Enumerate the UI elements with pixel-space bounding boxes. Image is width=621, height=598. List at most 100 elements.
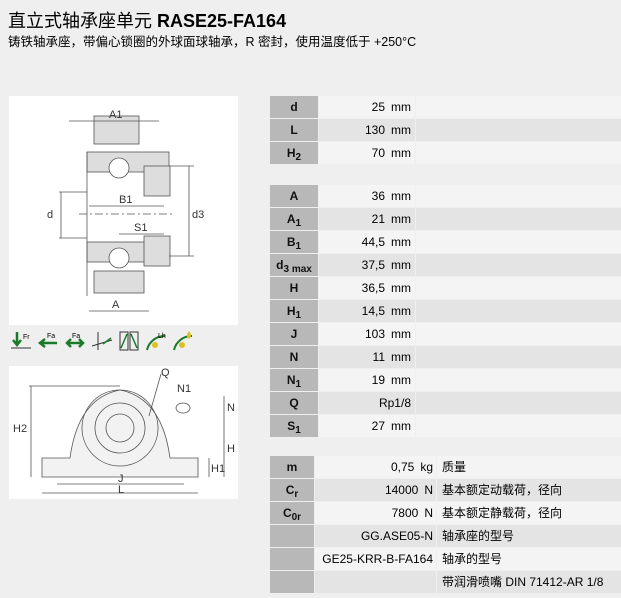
symbol: N xyxy=(286,373,296,387)
rating-life-icon[interactable]: Lh xyxy=(145,330,167,352)
symbol-cell: m xyxy=(270,456,314,478)
unit: kg xyxy=(420,460,433,474)
symbol-sub: 2 xyxy=(295,152,302,163)
description-cell xyxy=(416,346,621,368)
value: 19 xyxy=(371,373,385,387)
label-n: N xyxy=(227,402,235,414)
table-row: H 36,5 mm xyxy=(270,277,621,299)
section-drawing: A1 B1 d d3 S1 A xyxy=(9,96,238,325)
label-a: A xyxy=(112,299,120,311)
unit: mm xyxy=(391,146,411,160)
symbol-cell: H xyxy=(270,277,318,299)
value: 36,5 xyxy=(361,281,385,295)
value-cell: 0,75 kg xyxy=(315,456,436,478)
label-n1: N1 xyxy=(177,383,191,395)
description-cell: 带润滑喷嘴 DIN 71412-AR 1/8 xyxy=(437,571,621,593)
description-cell xyxy=(416,96,621,118)
symbol: B xyxy=(286,235,296,249)
description-cell xyxy=(416,208,621,230)
label-l: L xyxy=(118,484,124,496)
symbol: L xyxy=(290,123,298,137)
description-cell xyxy=(416,277,621,299)
value: 27 xyxy=(371,419,385,433)
property-icons: Fr Fa Fa Lh xyxy=(10,330,194,352)
table-row: N1 19 mm xyxy=(270,369,621,391)
value: GG.ASE05-N xyxy=(360,529,433,543)
value: 44,5 xyxy=(361,235,385,249)
value-cell: 36,5 mm xyxy=(319,277,415,299)
svg-text:Fa: Fa xyxy=(47,333,55,340)
svg-text:Lh: Lh xyxy=(158,333,166,340)
label-d3: d3 xyxy=(192,209,204,221)
description-cell xyxy=(416,369,621,391)
symbol-cell: d3 max xyxy=(270,254,318,276)
description-cell xyxy=(416,392,621,414)
value: 21 xyxy=(371,212,385,226)
lubrication-icon[interactable] xyxy=(172,330,194,352)
value: 130 xyxy=(364,123,385,137)
symbol: A xyxy=(286,212,296,226)
description-cell xyxy=(416,142,621,164)
unit: mm xyxy=(391,235,411,249)
symbol-cell: N1 xyxy=(270,369,318,391)
symbol-cell: d xyxy=(270,96,318,118)
table-row: 带润滑喷嘴 DIN 71412-AR 1/8 xyxy=(270,571,621,593)
unit: mm xyxy=(391,281,411,295)
value-cell xyxy=(315,571,436,593)
bidirectional-axial-load-icon[interactable]: Fa xyxy=(64,330,86,352)
label-h2: H2 xyxy=(13,423,27,435)
description-cell xyxy=(416,254,621,276)
symbol: d xyxy=(290,100,298,114)
table-row: d3 max 37,5 mm xyxy=(270,254,621,276)
symbol-sub: 1 xyxy=(295,379,302,390)
description-cell xyxy=(416,415,621,437)
symbol-cell: J xyxy=(270,323,318,345)
seal-icon[interactable] xyxy=(118,330,140,352)
value: 0,75 xyxy=(390,460,415,474)
value: 11 xyxy=(372,350,385,364)
radial-load-icon[interactable]: Fr xyxy=(10,330,32,352)
description-cell xyxy=(416,119,621,141)
symbol-cell: S1 xyxy=(270,415,318,437)
symbol-cell xyxy=(270,571,314,593)
unit: mm xyxy=(391,373,411,387)
value-cell: 44,5 mm xyxy=(319,231,415,253)
unit: mm xyxy=(391,100,411,114)
value: 37,5 xyxy=(361,258,385,272)
label-q: Q xyxy=(161,367,170,379)
value-cell: GE25-KRR-B-FA164 xyxy=(315,548,436,570)
symbol-cell: B1 xyxy=(270,231,318,253)
unit: N xyxy=(424,483,433,497)
unit: mm xyxy=(391,258,411,272)
symbol-cell: L xyxy=(270,119,318,141)
value-cell: Rp1/8 xyxy=(319,392,415,414)
symbol-sub: 1 xyxy=(295,425,301,436)
symbol-cell: N xyxy=(270,346,318,368)
symbol-cell: A xyxy=(270,185,318,207)
axial-load-icon[interactable]: Fa xyxy=(37,330,59,352)
description-cell: 基本额定动载荷，径向 xyxy=(437,479,621,501)
description-cell xyxy=(416,185,621,207)
description-cell: 基本额定静载荷，径向 xyxy=(437,502,621,524)
misalignment-icon[interactable] xyxy=(91,330,113,352)
